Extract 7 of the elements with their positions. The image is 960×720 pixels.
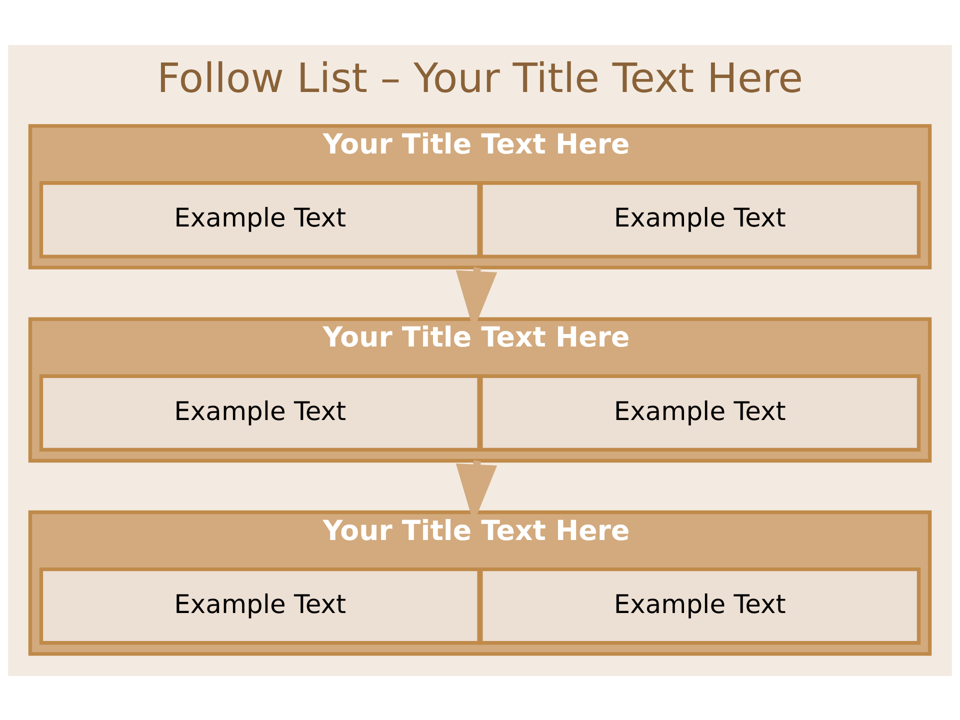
node-box: Example Text	[479, 180, 921, 258]
node-box: Example Text	[479, 374, 921, 452]
diagram-title: Follow List – Your Title Text Here	[156, 54, 804, 102]
node-box: Example Text	[39, 180, 481, 258]
node-box: Example Text	[39, 566, 481, 644]
node-box: Example Text	[39, 374, 481, 452]
node-box: Example Text	[479, 566, 921, 644]
